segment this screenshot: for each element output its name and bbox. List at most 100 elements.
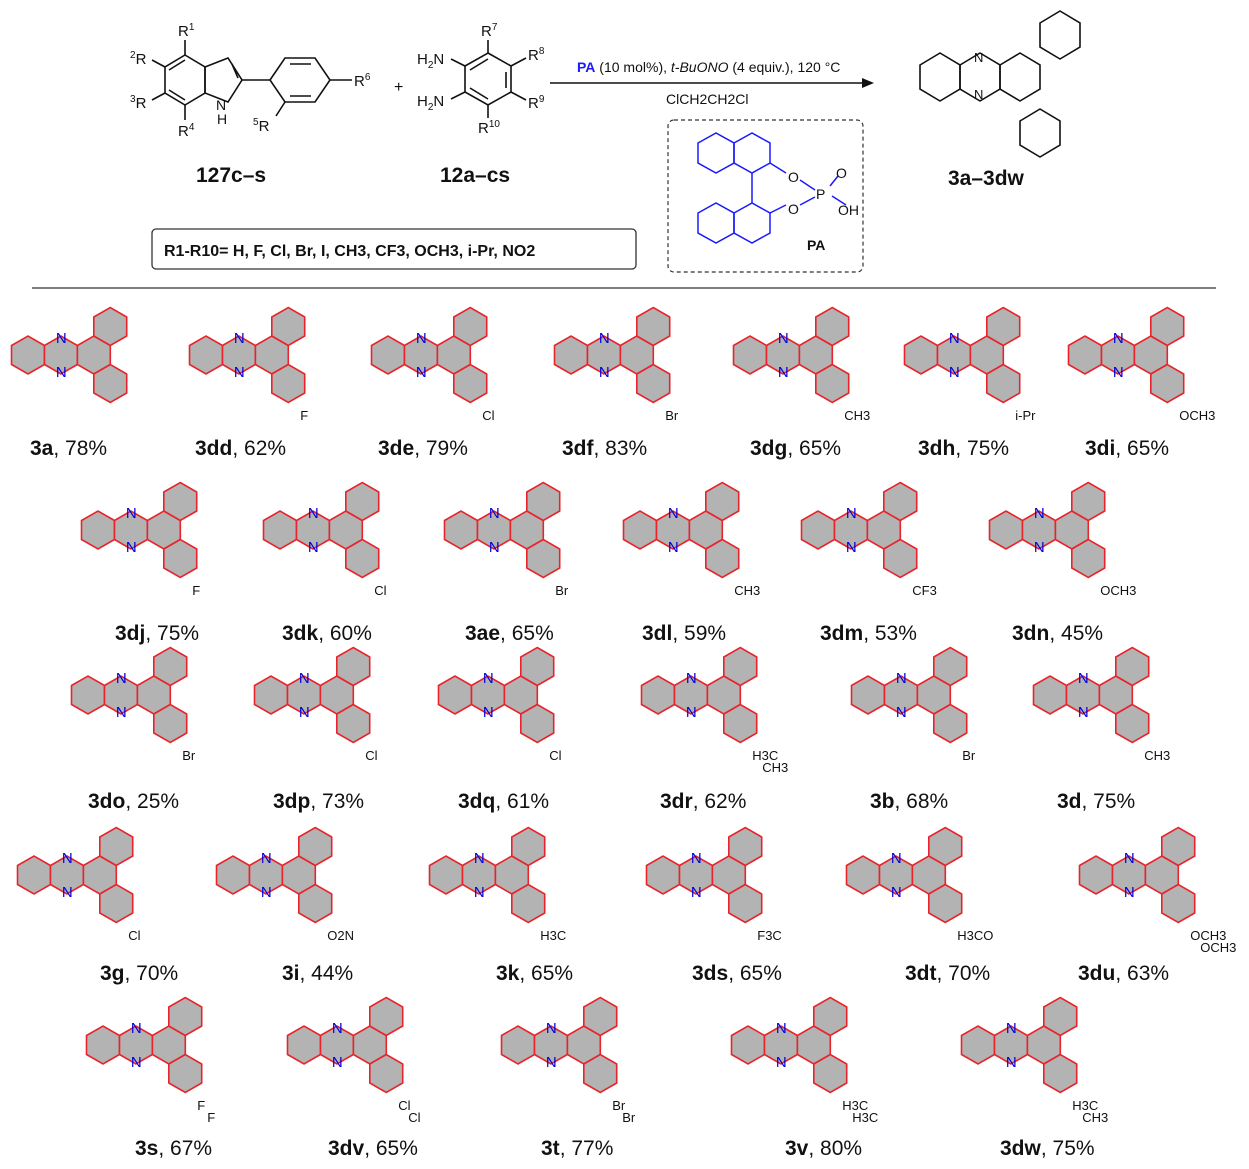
nitrogen-2: N — [299, 704, 310, 721]
ring-top — [510, 826, 546, 867]
r8-sup: 8 — [539, 46, 545, 57]
nitrogen-1: N — [1034, 505, 1045, 522]
catalyst-loading: (10 mol%), — [595, 59, 670, 75]
compound-yield: , 62% — [693, 790, 747, 813]
substituent-2: CH3 — [762, 760, 788, 775]
ring-top — [1071, 481, 1106, 522]
nitrogen-2: N — [116, 704, 127, 721]
ring-bottom — [344, 538, 380, 579]
compound-label: 3dw, 75% — [1000, 1137, 1095, 1160]
compound-yield: , 45% — [1049, 622, 1103, 645]
substituent-1: H3C — [842, 1098, 868, 1113]
catalyst-oh: OH — [838, 202, 859, 218]
compound-label: 3ds, 65% — [692, 962, 782, 985]
r10-sup: 10 — [489, 119, 501, 130]
nitrogen-2: N — [546, 1054, 557, 1071]
nh2-h-2: H — [417, 93, 428, 110]
compound-id: 3do — [88, 790, 125, 813]
substituent-list: R1-R10= H, F, Cl, Br, I, CH3, CF3, OCH3,… — [164, 243, 535, 260]
ring-bottom — [932, 703, 968, 744]
compound-id: 3dg — [750, 437, 787, 460]
ring-a — [553, 335, 589, 375]
ring-a — [70, 675, 106, 715]
substituent-1: Cl — [549, 748, 561, 763]
compound-id: 3di — [1085, 437, 1115, 460]
ring-a — [16, 855, 52, 895]
ring-bottom — [1115, 703, 1150, 744]
ring-top — [168, 996, 203, 1037]
nitrogen-2: N — [332, 1054, 343, 1071]
substituent-1: H3C — [1072, 1098, 1098, 1113]
compound-label: 3b, 68% — [870, 790, 948, 813]
nitrogen-1: N — [599, 330, 610, 347]
ring-bottom — [153, 703, 188, 744]
compound-label: 3dh, 75% — [918, 437, 1009, 460]
plus-sign: + — [394, 79, 403, 96]
compound-yield: , 79% — [414, 437, 468, 460]
ring-a — [1032, 675, 1068, 715]
ring-bottom — [927, 883, 963, 924]
nitrogen-1: N — [261, 850, 272, 867]
ring-a — [80, 510, 116, 550]
compound-id: 3dn — [1012, 622, 1049, 645]
compound-label: 3dk, 60% — [282, 622, 372, 645]
ring-top — [519, 646, 555, 687]
ring-bottom — [368, 1053, 404, 1094]
ring-top — [335, 646, 371, 687]
ring-top — [525, 481, 561, 522]
compound-id: 3s — [135, 1137, 158, 1160]
substituent-1: CF3 — [912, 583, 937, 598]
ring-top — [932, 646, 968, 687]
svg-text:R4: R4 — [178, 122, 195, 140]
compound-label: 3du, 63% — [1078, 962, 1169, 985]
product-n1: N — [974, 50, 983, 65]
ring-a — [437, 675, 473, 715]
svg-text:PA (10 mol%), t-BuONO (4 equiv: PA (10 mol%), t-BuONO (4 equiv.), 120 °C — [577, 59, 840, 75]
ring-top — [153, 646, 188, 687]
svg-text:H2N: H2N — [417, 51, 444, 71]
compound-yield: , 77% — [560, 1137, 614, 1160]
ring-a — [443, 510, 479, 550]
substituent-1: OCH3 — [1190, 928, 1226, 943]
compound-yield: , 83% — [594, 437, 648, 460]
nh2-sub-2: 2 — [428, 102, 434, 113]
svg-text:2R: 2R — [130, 50, 147, 68]
substituent-1: CH3 — [734, 583, 760, 598]
ring-bottom — [297, 883, 333, 924]
ring-bottom — [99, 883, 134, 924]
compound-label: 3dl, 59% — [642, 622, 726, 645]
nitrogen-1: N — [546, 1020, 557, 1037]
substituent-1: Cl — [398, 1098, 410, 1113]
substituent-1: CH3 — [1144, 748, 1170, 763]
nitrogen-2: N — [483, 704, 494, 721]
ring-bottom — [1043, 1053, 1078, 1094]
nitrogen-2: N — [668, 539, 679, 556]
svg-text:3R: 3R — [130, 94, 147, 112]
nitrogen-1: N — [686, 670, 697, 687]
compound-id: 3t — [541, 1137, 560, 1160]
r1-sup: 1 — [189, 22, 195, 33]
ring-a — [640, 675, 676, 715]
product-n2: N — [974, 87, 983, 102]
compound-label: 3v, 80% — [785, 1137, 862, 1160]
ring-top — [704, 481, 740, 522]
nitrogen-1: N — [891, 850, 902, 867]
r8-label: R — [528, 47, 539, 64]
ring-a — [500, 1025, 536, 1065]
svg-text:R7: R7 — [481, 22, 498, 40]
oxidant: t-BuONO — [671, 59, 729, 75]
compound-label: 3dg, 65% — [750, 437, 841, 460]
substituent-1: H3C — [752, 748, 778, 763]
compound-yield: , 62% — [232, 437, 286, 460]
ring-bottom — [812, 1053, 848, 1094]
compound-id: 3dl — [642, 622, 672, 645]
nitrogen-2: N — [416, 364, 427, 381]
svg-text:H2N: H2N — [417, 93, 444, 113]
ring-a — [188, 335, 224, 375]
